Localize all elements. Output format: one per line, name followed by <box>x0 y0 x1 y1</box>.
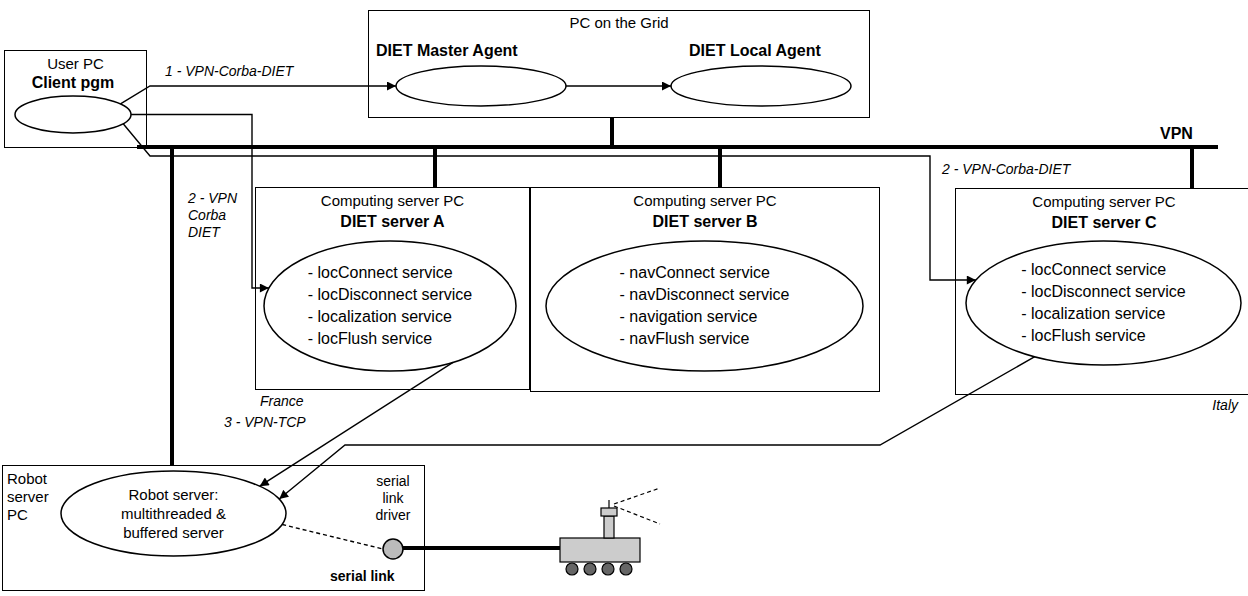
node-text: - navDisconnect service <box>620 284 790 306</box>
node-text: - locFlush service <box>308 328 473 350</box>
client-program: Client pgm <box>15 96 131 133</box>
edge-label: 2 - VPN-Corba-DIET <box>940 161 1072 178</box>
node-text: Computing server PC <box>956 193 1248 211</box>
call-arrow <box>121 86 397 104</box>
node-text: serial link driver <box>369 473 417 523</box>
node-text: DIET Local Agent <box>689 41 859 60</box>
text-stack: - locConnect service- locDisconnect serv… <box>308 262 473 350</box>
robot-server: Robot server: multithreaded & buffered s… <box>61 471 286 556</box>
ellipse-outline <box>546 241 863 371</box>
ellipse-outline <box>264 241 516 371</box>
ellipse-outline <box>396 66 566 106</box>
text-column: - navConnect service- navDisconnect serv… <box>546 241 863 371</box>
node-text: DIET server C <box>956 213 1248 232</box>
call-arrow <box>566 85 671 86</box>
node-text: PC on the Grid <box>369 14 869 32</box>
call-arrow <box>123 124 976 280</box>
robot-illustration <box>560 488 660 575</box>
node-text: - navigation service <box>620 306 790 328</box>
network-label: VPN <box>1160 124 1193 143</box>
text-column: Robot server: multithreaded & buffered s… <box>61 471 286 556</box>
driver-circle <box>383 539 403 559</box>
server-box: Computing server PC DIET server B - navCon… <box>530 187 880 392</box>
user-pc-box: User PCClient pgm <box>4 50 147 148</box>
node-text: - navFlush service <box>620 328 790 350</box>
ellipse-outline <box>15 96 131 133</box>
node-text: - locConnect service <box>1021 259 1186 281</box>
node-text: - locDisconnect service <box>1021 281 1186 303</box>
node-text: DIET server A <box>256 212 529 231</box>
node-text: Robot server PC <box>7 470 59 524</box>
text-stack: - navConnect service- navDisconnect serv… <box>620 262 790 350</box>
node-text: - locDisconnect service <box>308 284 473 306</box>
node-text: Italy <box>1144 397 1238 414</box>
text-stack: Robot server: multithreaded & buffered s… <box>113 485 235 542</box>
service-list: - locConnect service- locDisconnect serv… <box>966 241 1241 365</box>
node-text: Client pgm <box>5 73 141 92</box>
node-text: France <box>260 393 360 410</box>
node-text: Computing server PC <box>531 192 879 210</box>
node-text: Computing server PC <box>256 192 529 210</box>
serial-driver: serial link driver <box>383 539 403 559</box>
node-text: DIET Master Agent <box>376 41 576 60</box>
ellipse-outline <box>671 66 851 106</box>
text-stack: - locConnect service- locDisconnect serv… <box>1021 259 1186 347</box>
vpn-bus <box>137 118 1218 465</box>
node-text: - locConnect service <box>308 262 473 284</box>
edge-label: 2 - VPN Corba DIET <box>186 190 248 240</box>
node-text: - navConnect service <box>620 262 790 284</box>
call-arrow <box>131 115 269 289</box>
service-list: - navConnect service- navDisconnect serv… <box>546 241 863 371</box>
node-text: - localization service <box>308 306 473 328</box>
server-box: Computing server PCDIET server AFrance- … <box>255 187 530 390</box>
edge-label: 3 - VPN-TCP <box>222 414 308 431</box>
serial-link-cable <box>402 546 560 550</box>
node-text: - localization service <box>1021 303 1186 325</box>
dashed-link <box>282 525 383 550</box>
master-agent: DIET Master Agent <box>396 66 566 106</box>
link-label: serial link <box>330 568 395 585</box>
edge-label: 1 - VPN-Corba-DIET <box>163 63 295 80</box>
text-column: - locConnect service- locDisconnect serv… <box>264 241 516 371</box>
node-text: User PC <box>5 55 146 73</box>
text-column: - locConnect service- locDisconnect serv… <box>966 241 1241 365</box>
server-box: Computing server PCDIET server CItaly- l… <box>955 188 1248 395</box>
ellipse-outline <box>966 241 1241 365</box>
grid-pc-box: PC on the GridDIET Master AgentDIET Loca… <box>368 10 870 118</box>
node-text: - locFlush service <box>1021 325 1186 347</box>
service-list: - locConnect service- locDisconnect serv… <box>264 241 516 371</box>
node-text: DIET server B <box>531 212 879 231</box>
local-agent: DIET Local Agent <box>671 66 851 106</box>
node-text: Robot server: multithreaded & buffered s… <box>113 485 235 542</box>
